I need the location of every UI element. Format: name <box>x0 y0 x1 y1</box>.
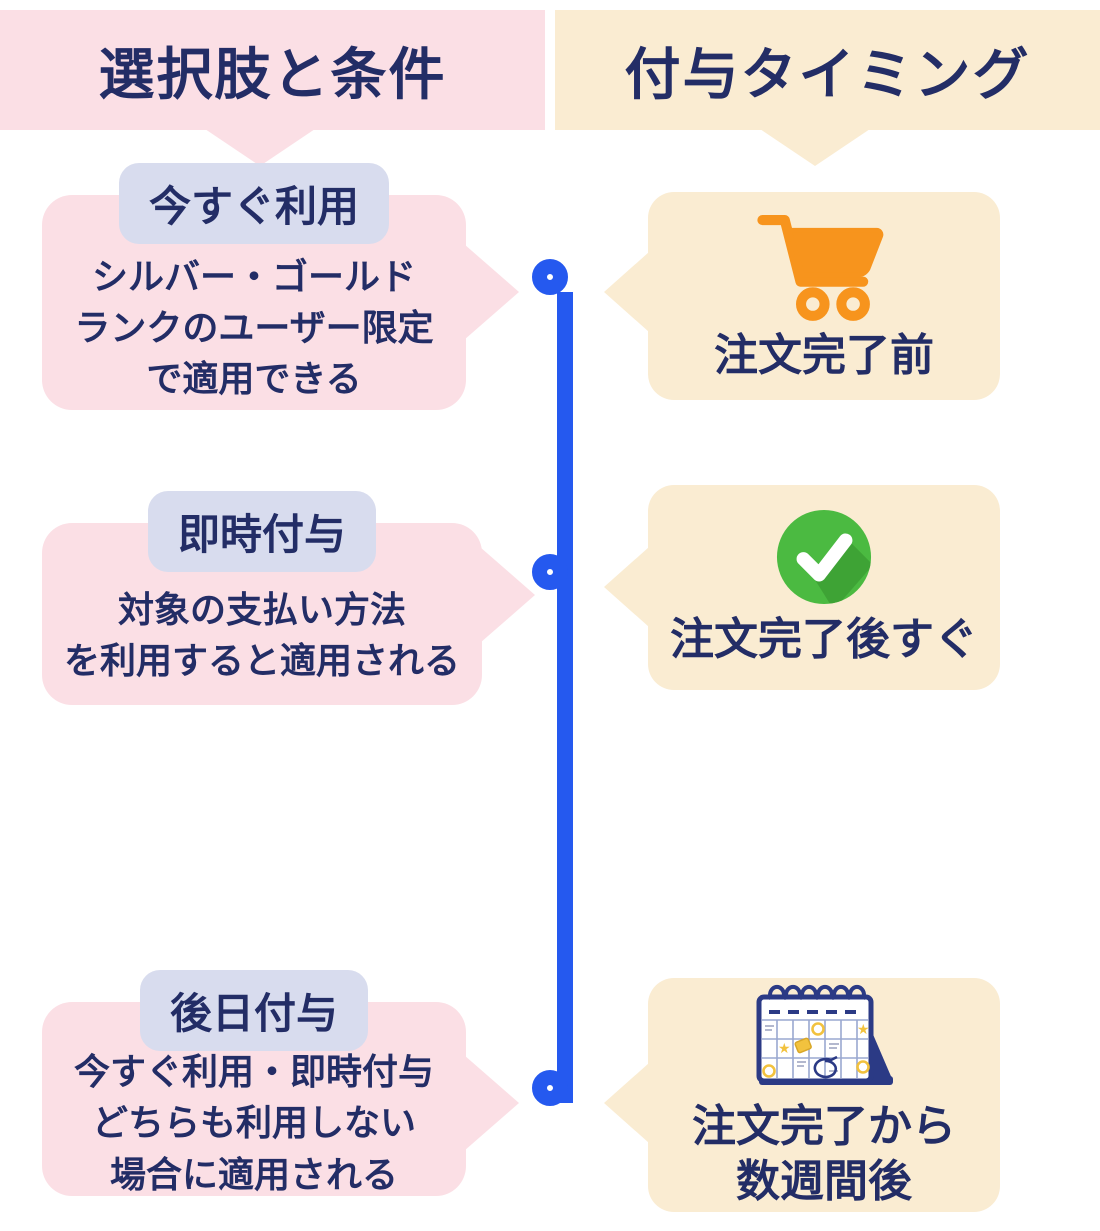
timeline-node-2 <box>532 554 568 590</box>
timing-label: 注文完了前 <box>714 330 934 380</box>
header-timing-label: 付与タイミング <box>624 42 1031 106</box>
timing-pointer <box>604 547 649 627</box>
timeline-node-3 <box>532 1070 568 1106</box>
option-badge: 即時付与 <box>147 491 377 572</box>
option-badge: 今すぐ利用 <box>118 163 390 244</box>
calendar-icon: ★ ★ <box>756 984 893 1085</box>
timeline-node-1 <box>532 259 568 295</box>
header-timing: 付与タイミング <box>555 10 1100 130</box>
timing-pointer <box>604 1063 649 1143</box>
timing-card-weeks-later: ★ ★ 注文完了から 数週間後 <box>604 978 1000 1212</box>
option-bubble-use-now: 今すぐ利用 シルバー・ゴールド ランクのユーザー限定 で適用できる <box>42 163 519 410</box>
timing-pointer <box>604 252 649 332</box>
shopping-cart-icon <box>757 214 884 321</box>
option-body: 今すぐ利用・即時付与 どちらも利用しない 場合に適用される <box>73 1051 434 1195</box>
option-pointer <box>480 547 535 643</box>
timing-card-before-order: 注文完了前 <box>604 192 1000 400</box>
timing-label: 注文完了後すぐ <box>670 615 978 664</box>
header-timing-pointer <box>760 129 870 166</box>
svg-text:★: ★ <box>857 1022 870 1038</box>
header-options-label: 選択肢と条件 <box>98 42 447 106</box>
header-options-pointer <box>205 129 315 166</box>
option-bubble-later-grant: 後日付与 今すぐ利用・即時付与 どちらも利用しない 場合に適用される <box>42 970 519 1196</box>
timing-label: 注文完了から 数週間後 <box>692 1102 956 1206</box>
check-circle-icon <box>776 509 872 605</box>
timing-card-right-after-order: 注文完了後すぐ <box>604 485 1000 690</box>
svg-text:★: ★ <box>778 1041 791 1057</box>
header-options: 選択肢と条件 <box>0 10 545 130</box>
option-body: シルバー・ゴールド ランクのユーザー限定 で適用できる <box>74 255 434 400</box>
option-bubble-instant-grant: 即時付与 対象の支払い方法 を利用すると適用される <box>42 491 535 705</box>
option-pointer <box>464 1055 519 1151</box>
option-badge: 後日付与 <box>139 970 369 1051</box>
option-pointer <box>464 244 519 340</box>
option-body: 対象の支払い方法 を利用すると適用される <box>63 588 460 681</box>
timeline-line <box>557 292 573 1103</box>
